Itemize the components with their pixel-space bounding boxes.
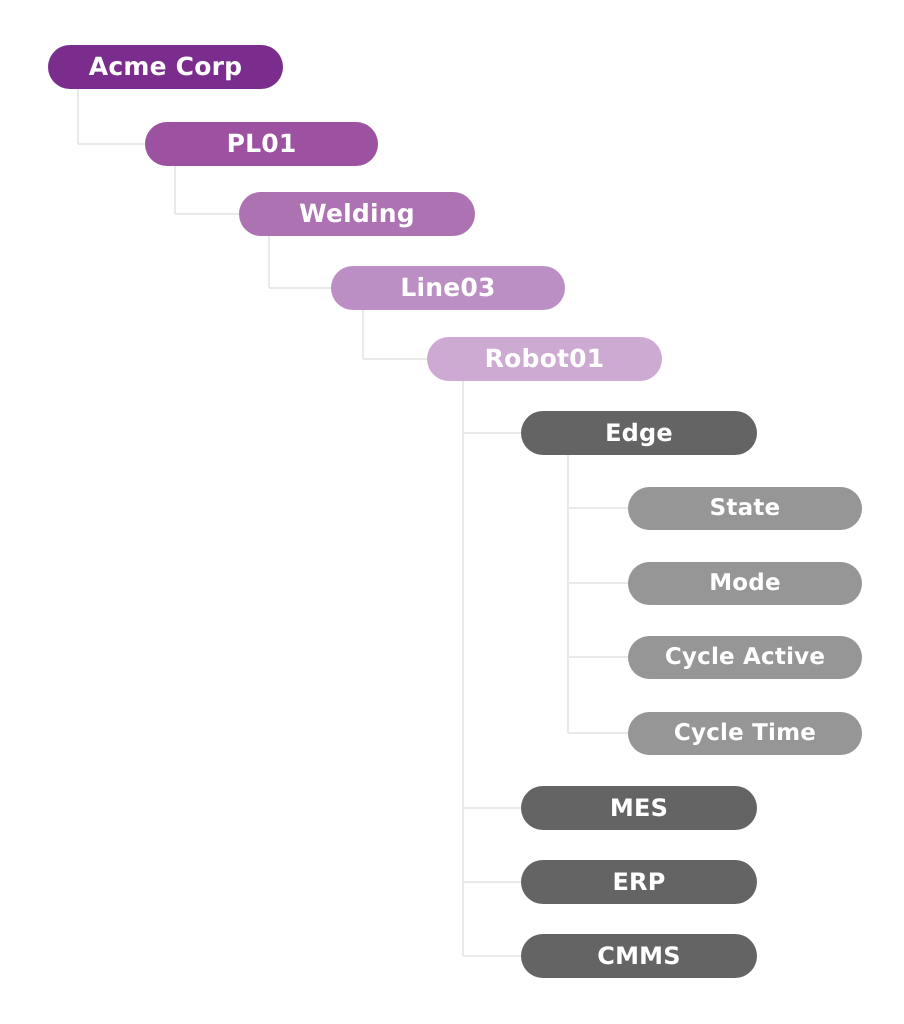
node-label-cycle-active: Cycle Active <box>664 643 826 670</box>
node-pl01[interactable]: PL01 <box>145 122 378 166</box>
node-label-pl01: PL01 <box>226 129 297 158</box>
node-welding[interactable]: Welding <box>239 192 475 236</box>
node-robot01[interactable]: Robot01 <box>427 337 662 381</box>
node-line03[interactable]: Line03 <box>331 266 565 310</box>
node-erp[interactable]: ERP <box>521 860 757 904</box>
node-label-line03: Line03 <box>400 273 496 302</box>
node-label-welding: Welding <box>299 199 415 228</box>
node-state[interactable]: State <box>628 487 862 530</box>
node-label-state: State <box>709 494 781 521</box>
node-label-acme-corp: Acme Corp <box>88 52 243 81</box>
node-label-edge: Edge <box>605 418 673 447</box>
node-mode[interactable]: Mode <box>628 562 862 605</box>
node-label-mode: Mode <box>709 569 781 596</box>
node-mes[interactable]: MES <box>521 786 757 830</box>
node-label-robot01: Robot01 <box>484 344 605 373</box>
node-label-cycle-time: Cycle Time <box>673 719 817 746</box>
node-cycle-time[interactable]: Cycle Time <box>628 712 862 755</box>
node-acme-corp[interactable]: Acme Corp <box>48 45 283 89</box>
node-edge[interactable]: Edge <box>521 411 757 455</box>
node-label-mes: MES <box>609 793 669 822</box>
node-cmms[interactable]: CMMS <box>521 934 757 978</box>
node-label-cmms: CMMS <box>597 941 681 970</box>
node-cycle-active[interactable]: Cycle Active <box>628 636 862 679</box>
node-label-erp: ERP <box>612 867 666 896</box>
